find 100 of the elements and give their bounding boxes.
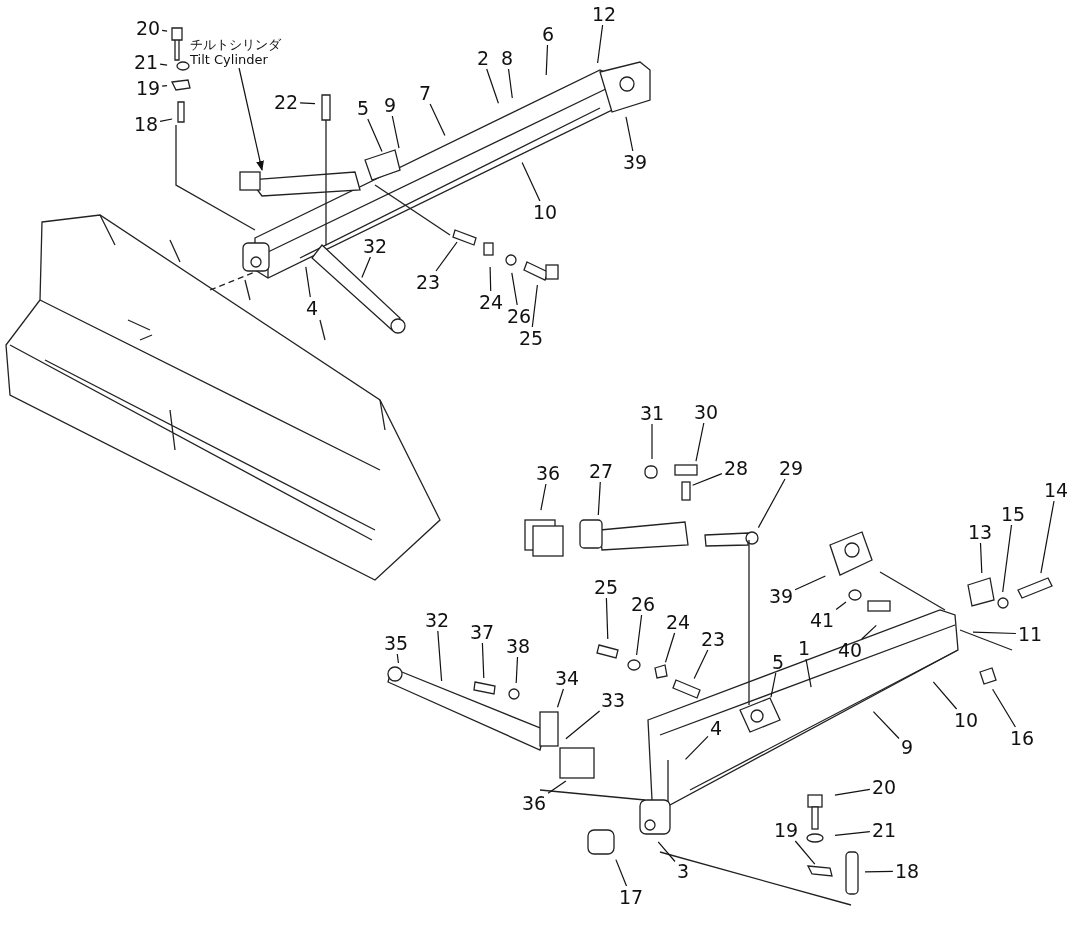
callout-number: 33 bbox=[600, 690, 626, 710]
leader-line bbox=[531, 284, 538, 328]
callout-number: 18 bbox=[894, 861, 920, 881]
leader-line bbox=[161, 85, 168, 87]
leader-line bbox=[805, 658, 812, 688]
callout-number: 23 bbox=[700, 629, 726, 649]
callout-number: 14 bbox=[1043, 480, 1069, 500]
leader-line bbox=[489, 266, 492, 292]
callout-number: 23 bbox=[415, 272, 441, 292]
pointer-arrow bbox=[238, 67, 264, 171]
leader-line bbox=[597, 481, 601, 516]
callout-number: 40 bbox=[837, 640, 863, 660]
callout-number: 38 bbox=[505, 636, 531, 656]
callout-number: 39 bbox=[622, 152, 648, 172]
callout-number: 41 bbox=[809, 610, 835, 630]
leader-line bbox=[299, 102, 316, 105]
callout-number: 5 bbox=[771, 652, 785, 672]
callout-number: 30 bbox=[693, 402, 719, 422]
callout-number: 19 bbox=[773, 820, 799, 840]
callout-number: 35 bbox=[383, 633, 409, 653]
callout-number: 21 bbox=[133, 52, 159, 72]
leader-line bbox=[657, 841, 676, 863]
leader-line bbox=[391, 115, 400, 149]
callout-number: 18 bbox=[133, 114, 159, 134]
callout-number: 29 bbox=[778, 458, 804, 478]
callout-number: 5 bbox=[356, 98, 370, 118]
leader-line bbox=[435, 241, 458, 272]
leader-line bbox=[695, 422, 705, 462]
callout-number: 8 bbox=[500, 48, 514, 68]
leader-line bbox=[605, 597, 609, 640]
leader-line bbox=[835, 601, 847, 610]
callout-number: 28 bbox=[723, 458, 749, 478]
leader-line bbox=[1002, 524, 1013, 593]
leader-line bbox=[521, 161, 541, 202]
leader-line bbox=[305, 266, 311, 298]
callout-number: 36 bbox=[535, 463, 561, 483]
callout-number: 7 bbox=[418, 83, 432, 103]
leader-line bbox=[565, 710, 601, 740]
callout-number: 26 bbox=[506, 306, 532, 326]
leader-line bbox=[437, 630, 443, 682]
leader-line bbox=[757, 478, 786, 529]
callout-number: 37 bbox=[469, 622, 495, 642]
leader-line bbox=[664, 632, 676, 663]
leader-line bbox=[545, 44, 549, 76]
callout-number: 19 bbox=[135, 78, 161, 98]
leader-line bbox=[486, 68, 499, 104]
leader-line bbox=[396, 653, 399, 664]
leader-line bbox=[864, 870, 894, 873]
callout-number: 17 bbox=[618, 887, 644, 907]
callout-number: 2 bbox=[476, 48, 490, 68]
callout-number: 9 bbox=[383, 95, 397, 115]
leader-line bbox=[872, 711, 900, 740]
leader-line bbox=[507, 68, 513, 99]
callout-number: 9 bbox=[900, 737, 914, 757]
leader-line bbox=[159, 118, 173, 122]
leader-line bbox=[834, 831, 871, 836]
callout-number: 12 bbox=[591, 4, 617, 24]
callout-number: 4 bbox=[709, 718, 723, 738]
callout-number: 13 bbox=[967, 522, 993, 542]
leader-line bbox=[361, 256, 371, 278]
leader-line bbox=[794, 575, 826, 591]
callout-number: 4 bbox=[305, 298, 319, 318]
leader-line bbox=[684, 735, 709, 760]
leader-line bbox=[770, 672, 777, 698]
leader-line bbox=[692, 473, 723, 486]
callout-number: 24 bbox=[665, 612, 691, 632]
callout-number: 22 bbox=[273, 92, 299, 112]
leader-line bbox=[159, 63, 168, 66]
callout-number: 11 bbox=[1017, 624, 1043, 644]
part-label: チルトシリンダ bbox=[190, 37, 281, 52]
leader-line bbox=[540, 483, 547, 511]
callout-number: 32 bbox=[424, 610, 450, 630]
leader-line bbox=[511, 272, 518, 306]
callout-number: 20 bbox=[135, 18, 161, 38]
leader-line bbox=[693, 649, 709, 680]
callout-number: 31 bbox=[639, 403, 665, 423]
leader-line bbox=[547, 780, 567, 794]
callout-number: 26 bbox=[630, 594, 656, 614]
callout-number: 27 bbox=[588, 461, 614, 481]
leader-line bbox=[972, 631, 1017, 635]
leader-line bbox=[556, 688, 564, 708]
leader-line bbox=[515, 656, 519, 684]
leader-line bbox=[992, 688, 1016, 728]
callout-number: 15 bbox=[1000, 504, 1026, 524]
leader-line bbox=[834, 788, 871, 796]
callout-number: 10 bbox=[532, 202, 558, 222]
leader-line bbox=[979, 542, 983, 574]
callout-number: 36 bbox=[521, 793, 547, 813]
leader-line bbox=[932, 681, 958, 710]
callout-number: 24 bbox=[478, 292, 504, 312]
callout-number: 1 bbox=[797, 638, 811, 658]
leader-line bbox=[794, 840, 816, 865]
leader-line bbox=[1040, 500, 1055, 574]
leader-line bbox=[429, 103, 446, 137]
callout-number: 25 bbox=[518, 328, 544, 348]
callout-number: 20 bbox=[871, 777, 897, 797]
part-label: Tilt Cylinder bbox=[190, 52, 269, 67]
callout-number: 25 bbox=[593, 577, 619, 597]
leader-line bbox=[481, 642, 485, 679]
leader-line bbox=[861, 624, 877, 640]
